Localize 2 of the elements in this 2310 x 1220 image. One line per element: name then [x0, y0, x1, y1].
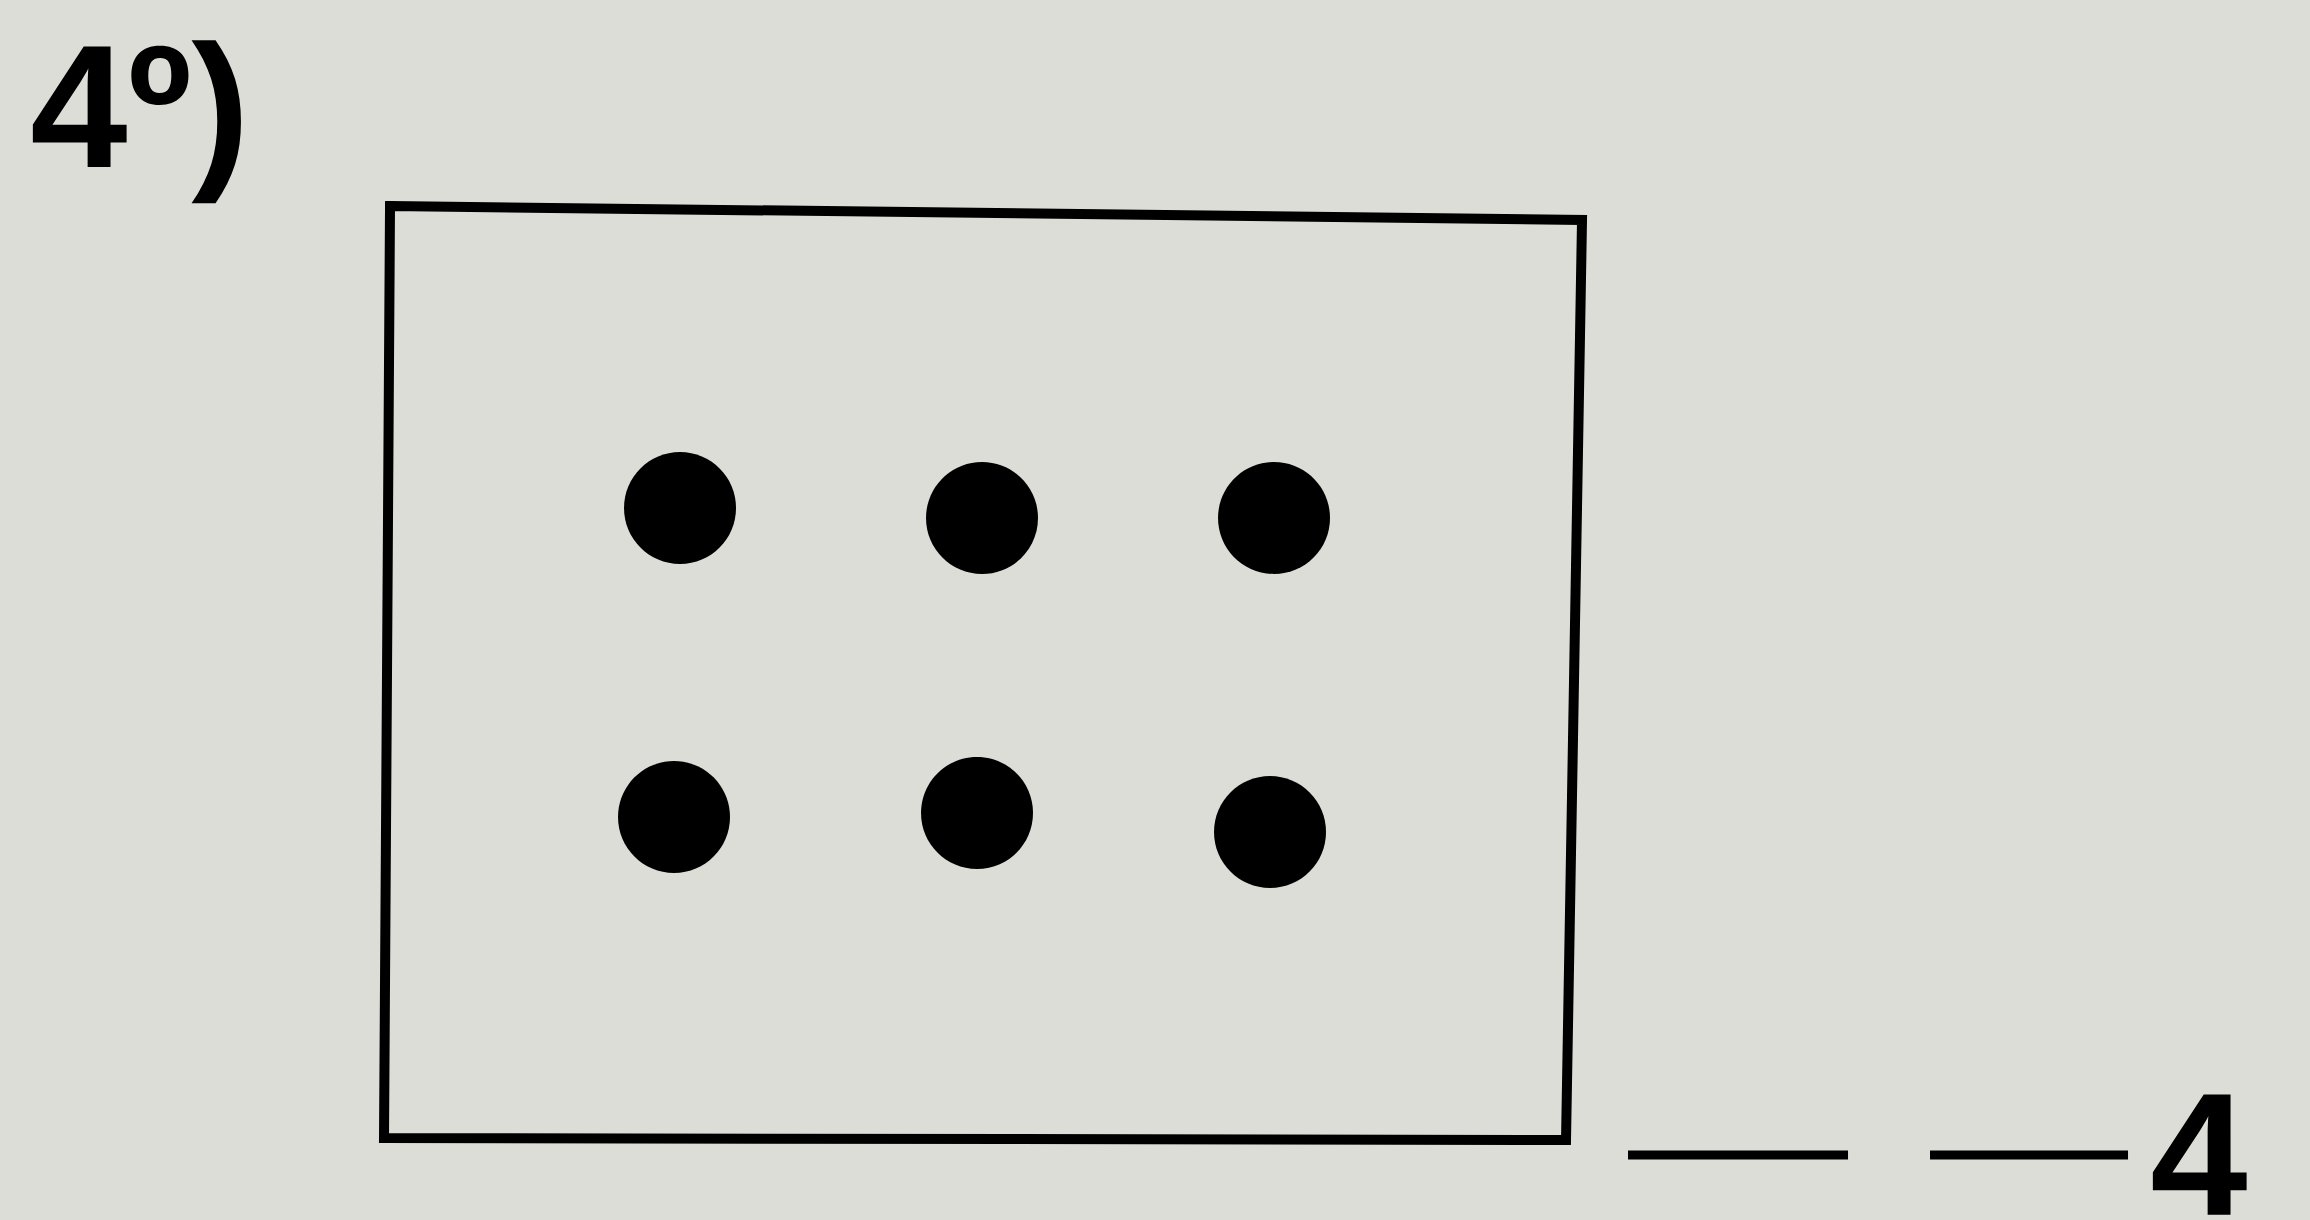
question-number: 4º): [32, 40, 241, 204]
answer-number: 4: [2152, 1094, 2247, 1215]
